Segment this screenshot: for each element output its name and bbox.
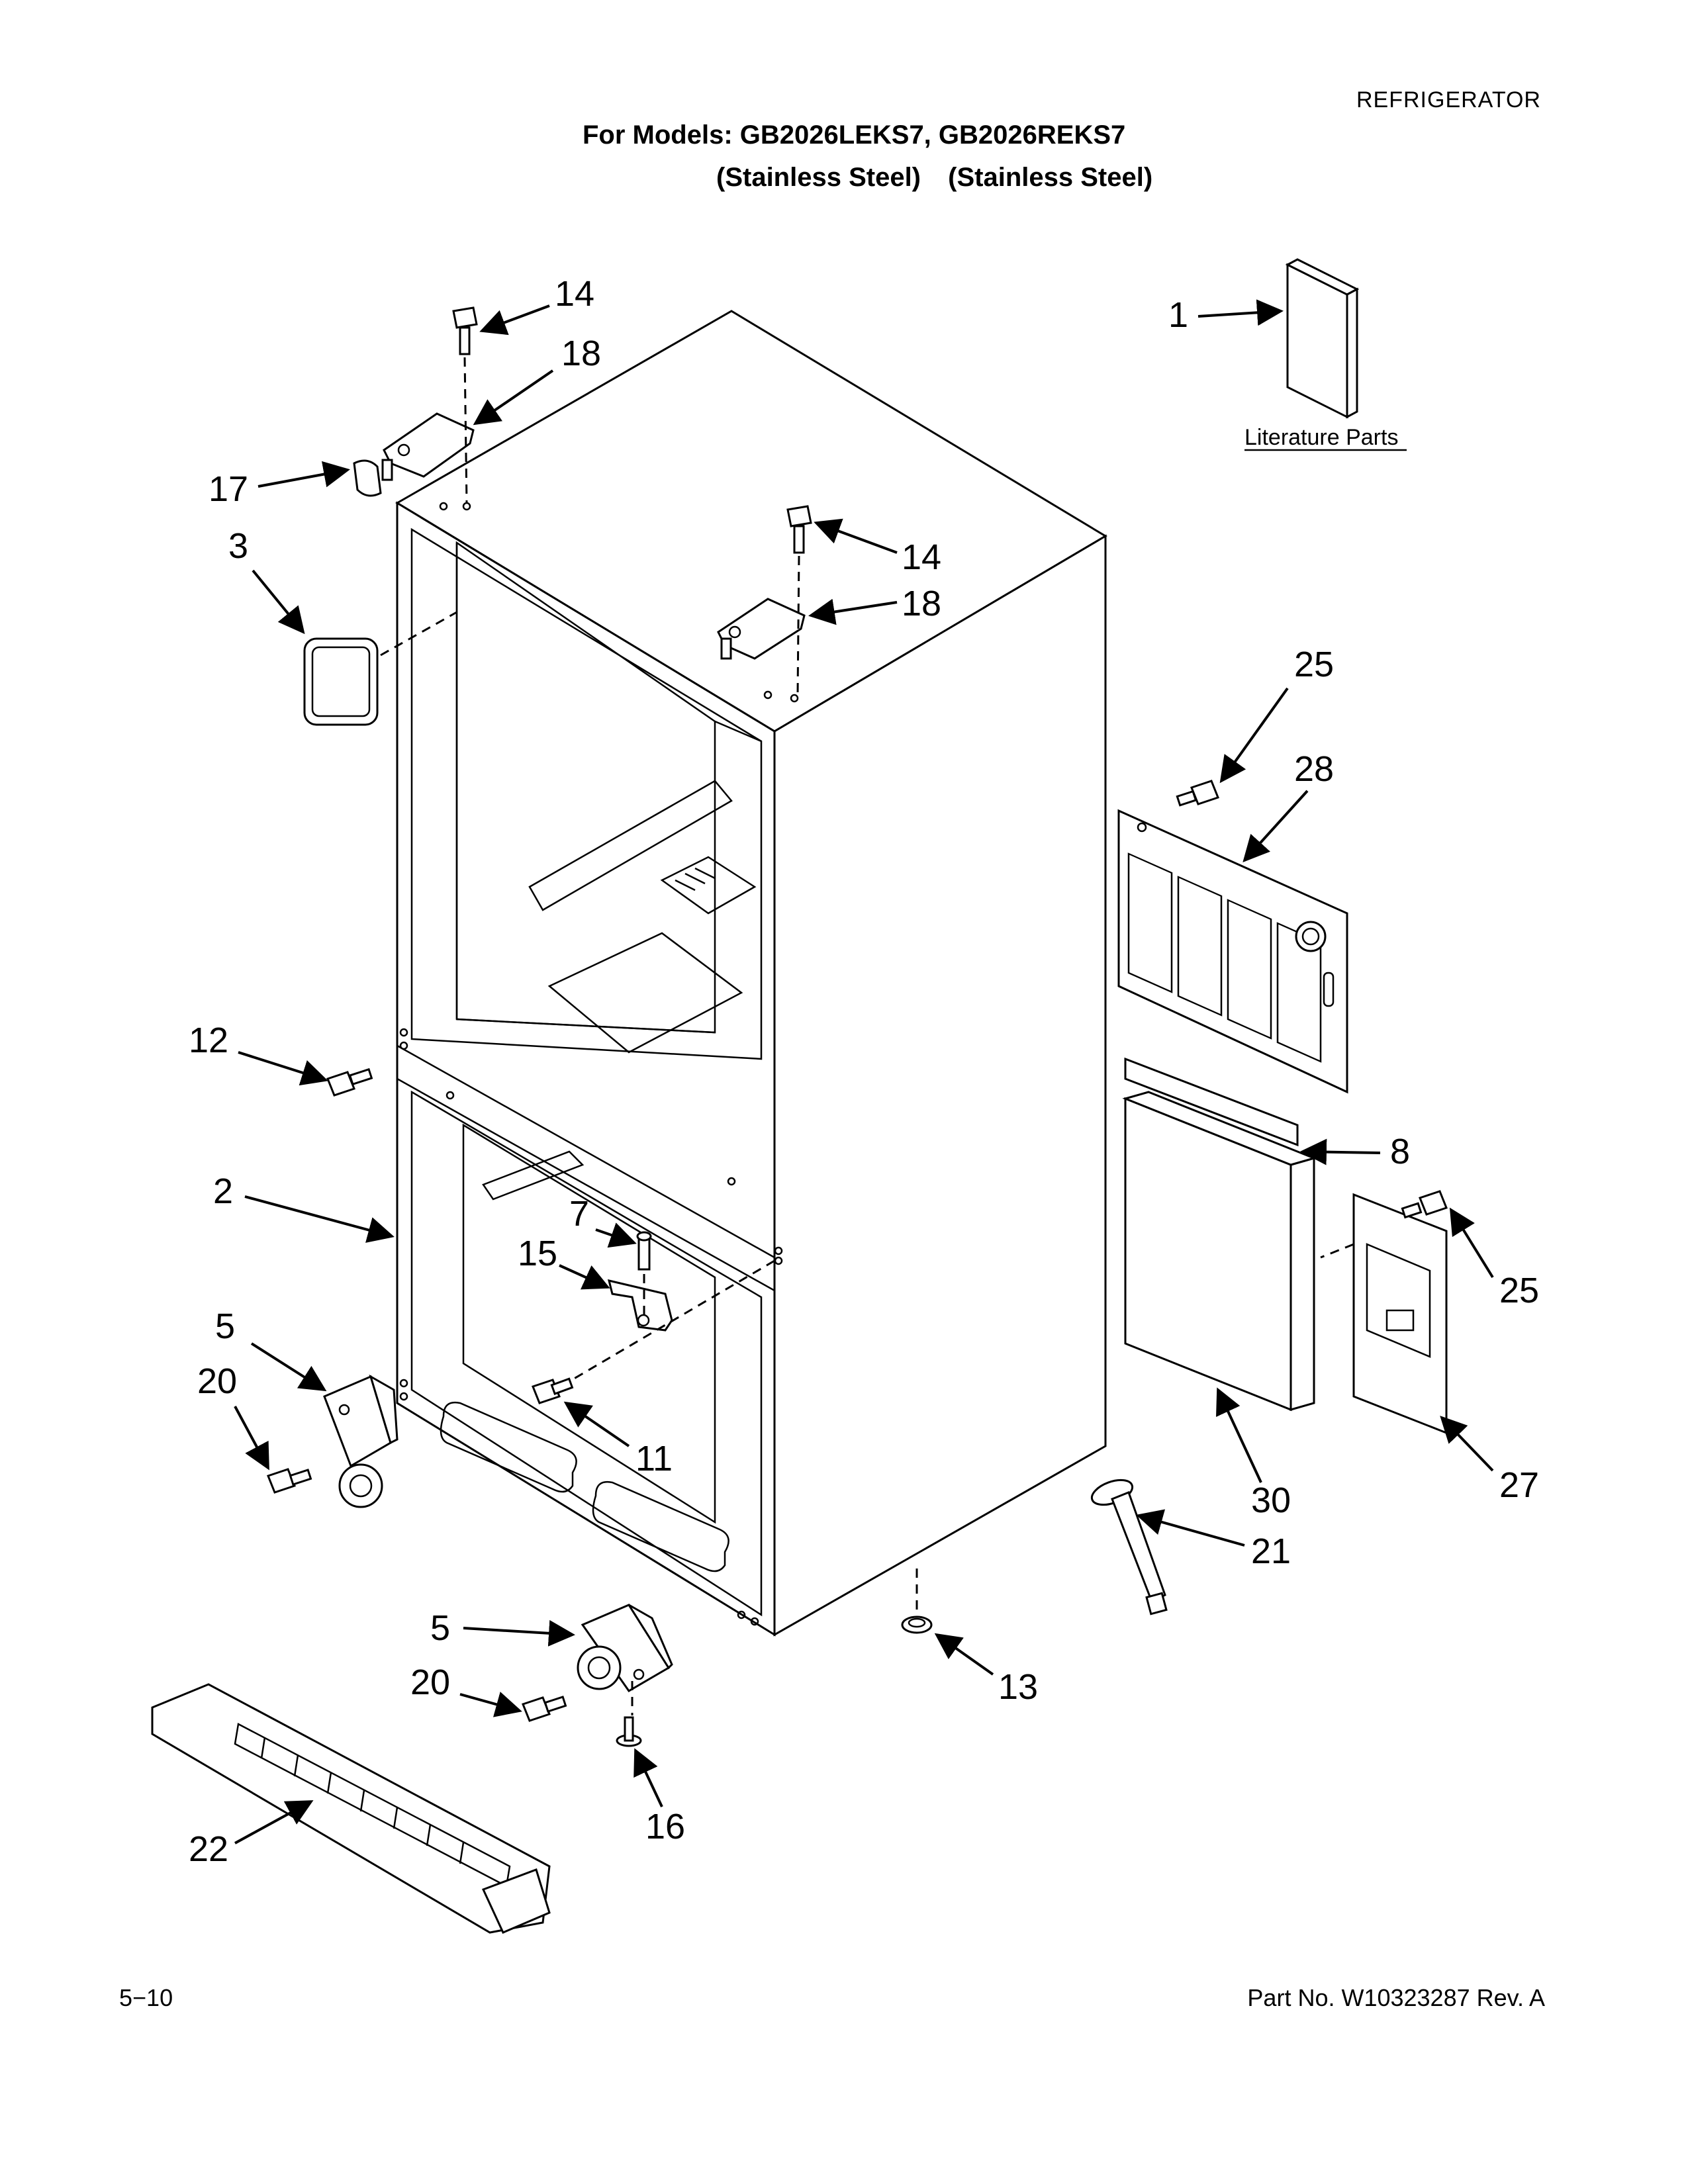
screw-25-lower	[1401, 1190, 1448, 1219]
screw-11	[532, 1377, 574, 1404]
part-number: Part No. W10323287 Rev. A	[1247, 1984, 1545, 2011]
roller-assembly-center	[577, 1604, 673, 1692]
callout-5-left: 5	[215, 1306, 235, 1346]
callout-25-lower: 25	[1499, 1271, 1539, 1310]
finish-line: (Stainless Steel) (Stainless Steel)	[716, 163, 1172, 193]
page-number: 5−10	[119, 1984, 173, 2011]
finish-right: (Stainless Steel)	[948, 163, 1153, 192]
callout-28: 28	[1294, 749, 1334, 789]
icemaker-kit-box	[303, 611, 457, 726]
screw-20-left	[267, 1468, 312, 1494]
hinge-guide	[549, 1259, 775, 1394]
callout-2: 2	[213, 1171, 233, 1211]
top-hinge-left	[381, 412, 475, 481]
callout-13: 13	[998, 1667, 1038, 1707]
callout-18-right: 18	[902, 584, 941, 623]
access-cover	[1117, 809, 1348, 1094]
callout-17: 17	[209, 469, 248, 509]
callout-27: 27	[1499, 1465, 1539, 1505]
screw-12	[326, 1068, 373, 1097]
screw-25-upper	[1176, 780, 1219, 807]
callout-12: 12	[189, 1021, 228, 1060]
callout-5-center: 5	[430, 1608, 450, 1648]
callouts: 1 2 3 5 5 7 8 11 12 13 14 14 15 16 17 18	[189, 274, 1539, 1869]
callout-1: 1	[1168, 295, 1188, 335]
rubber-foot	[901, 1569, 933, 1634]
toe-grille	[151, 1683, 551, 1934]
callout-25-upper: 25	[1294, 645, 1334, 684]
callout-22: 22	[189, 1829, 228, 1869]
callout-30: 30	[1251, 1480, 1291, 1520]
callout-11: 11	[635, 1439, 673, 1479]
callout-18-left: 18	[561, 334, 601, 373]
hinge-shim	[353, 459, 382, 497]
cabinet	[395, 310, 1107, 1637]
cover-gasket	[1124, 1057, 1299, 1147]
category-label: REFRIGERATOR	[1356, 87, 1541, 113]
leveling-wrench	[1090, 1479, 1168, 1615]
callout-3: 3	[228, 526, 248, 566]
callout-16: 16	[645, 1807, 685, 1846]
callout-14-left: 14	[555, 274, 594, 314]
callout-21: 21	[1251, 1531, 1291, 1571]
screw-14-right	[786, 505, 812, 696]
models-title: For Models: GB2026LEKS7, GB2026REKS7	[583, 120, 1126, 150]
finish-left: (Stainless Steel)	[716, 163, 921, 192]
callout-14-right: 14	[902, 537, 941, 577]
literature-book	[1285, 258, 1360, 419]
callout-20-center: 20	[410, 1662, 450, 1702]
screw-20-center	[522, 1696, 567, 1722]
callout-8: 8	[1390, 1132, 1410, 1171]
leveling-leg	[616, 1681, 642, 1747]
screw-14-left	[452, 306, 478, 504]
top-hinge-right	[717, 598, 806, 660]
literature-parts-label: Literature Parts	[1244, 425, 1398, 450]
control-bracket	[1320, 1193, 1448, 1435]
hinge-pin	[636, 1231, 652, 1317]
callout-20-left: 20	[197, 1361, 237, 1401]
callout-7: 7	[569, 1194, 589, 1234]
callout-15: 15	[518, 1234, 557, 1273]
roller-assembly-left	[323, 1374, 399, 1508]
